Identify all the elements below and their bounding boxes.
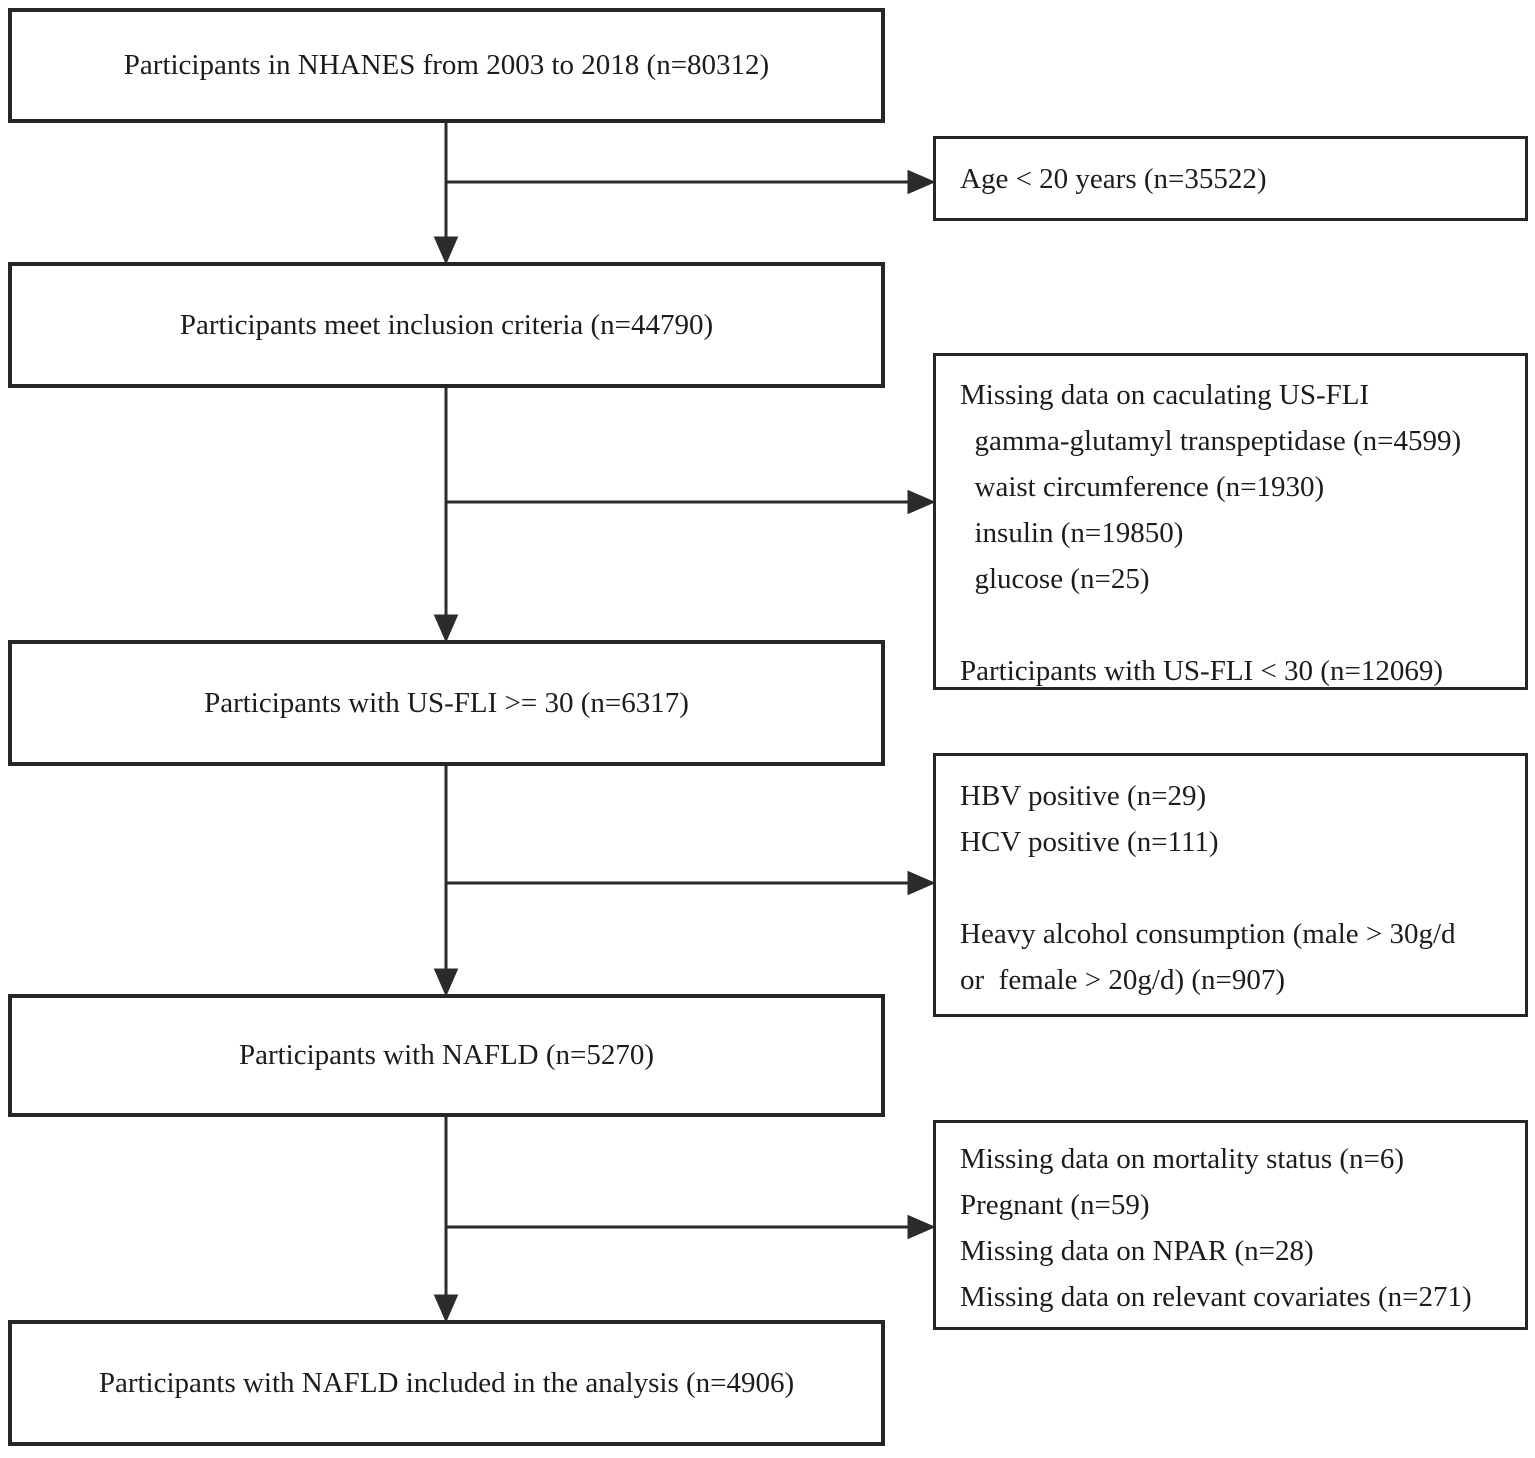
exclusion-line: HBV positive (n=29) [960,780,1207,812]
arrowhead-down-1 [433,236,459,265]
exclusion-line: Pregnant (n=59) [960,1189,1150,1221]
exclusion-line: HCV positive (n=111) [960,826,1219,858]
arrowhead-right-2 [907,489,936,515]
arrowhead-down-3 [433,968,459,997]
exclusion-line: Participants with US-FLI < 30 (n=12069) [960,655,1443,687]
exclusion-box-missing-usfli: Missing data on caculating US-FLI gamma-… [933,353,1528,690]
exclusion-line: or female > 20g/d) (n=907) [960,964,1286,996]
exclusion-box-content: Missing data on caculating US-FLI gamma-… [936,356,1525,694]
arrowhead-right-4 [907,1214,936,1240]
flow-box-label: Participants with NAFLD (n=5270) [238,1039,655,1072]
exclusion-line: insulin (n=19850) [960,517,1184,549]
flow-box-label: Participants in NHANES from 2003 to 2018… [123,49,770,82]
flow-box-final-analysis: Participants with NAFLD included in the … [8,1320,885,1446]
arrowhead-down-4 [433,1294,459,1323]
exclusion-line: Missing data on caculating US-FLI [960,379,1370,411]
flow-box-label: Participants with NAFLD included in the … [98,1366,795,1399]
exclusion-line: waist circumference (n=1930) [960,471,1325,503]
exclusion-line-spacer [960,602,1505,648]
exclusion-box-missing-covariates: Missing data on mortality status (n=6) P… [933,1120,1528,1330]
arrowhead-right-1 [907,169,936,195]
exclusion-line-spacer [960,865,1505,911]
exclusion-line: Heavy alcohol consumption (male > 30g/d [960,918,1456,950]
exclusion-line: Missing data on relevant covariates (n=2… [960,1281,1472,1313]
exclusion-box-age: Age < 20 years (n=35522) [933,136,1528,221]
flow-box-nafld: Participants with NAFLD (n=5270) [8,994,885,1117]
exclusion-line: Missing data on mortality status (n=6) [960,1143,1405,1175]
exclusion-box-hepatitis-alcohol: HBV positive (n=29) HCV positive (n=111)… [933,753,1528,1017]
exclusion-box-content: HBV positive (n=29) HCV positive (n=111)… [936,756,1525,1003]
exclusion-box-content: Missing data on mortality status (n=6) P… [936,1123,1525,1320]
exclusion-box-content: Age < 20 years (n=35522) [936,156,1287,202]
flow-box-label: Participants meet inclusion criteria (n=… [179,308,714,341]
flow-box-nhanes-total: Participants in NHANES from 2003 to 2018… [8,8,885,123]
flow-box-inclusion-criteria: Participants meet inclusion criteria (n=… [8,262,885,388]
flow-box-usfli-ge-30: Participants with US-FLI >= 30 (n=6317) [8,640,885,766]
exclusion-line: Age < 20 years (n=35522) [960,162,1267,195]
arrowhead-down-2 [433,614,459,643]
exclusion-line: gamma-glutamyl transpeptidase (n=4599) [960,425,1462,457]
flow-box-label: Participants with US-FLI >= 30 (n=6317) [204,686,689,719]
exclusion-line: Missing data on NPAR (n=28) [960,1235,1314,1267]
arrowhead-right-3 [907,870,936,896]
exclusion-line: glucose (n=25) [960,563,1150,595]
